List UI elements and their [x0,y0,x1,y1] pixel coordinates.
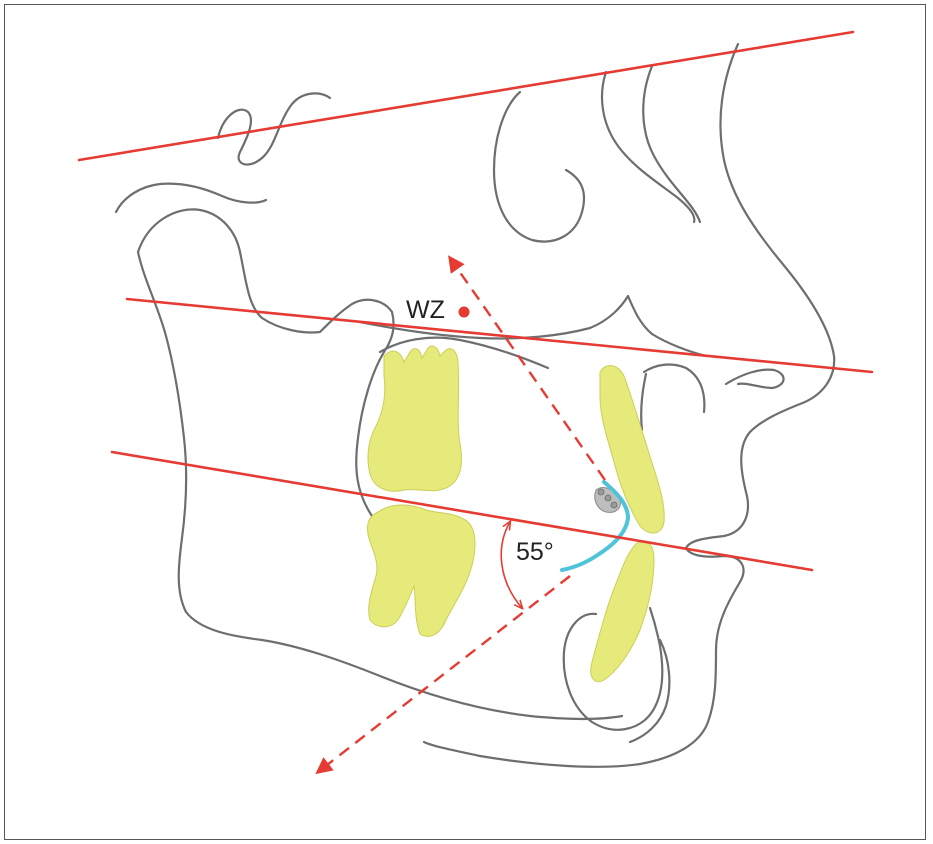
cranial-base-outline [116,184,266,212]
upper-molar [368,346,461,491]
wz-label: WZ [406,296,445,324]
force-axis-dashed-line [450,258,605,480]
frontal-outline [643,66,700,222]
nostril-outline [726,370,784,388]
sn-plane-line [79,32,853,160]
upper-lip-front-outline [641,374,646,430]
upper-lip-inner-outline [644,365,704,412]
palatal-plane-line [127,299,872,372]
bracket-dot-2 [605,495,611,501]
appliance-group [562,482,628,570]
bracket-dot-1 [598,489,604,495]
mandible-outline [138,209,394,352]
lower-incisor [591,541,654,682]
orbit-outline [494,92,584,242]
teeth-group [367,346,664,682]
angle-label: 55° [516,538,554,566]
skull-outline [116,44,834,767]
reference-planes [79,32,872,570]
wz-point [459,307,470,318]
lower-molar [367,505,475,636]
nasal-bone-outline [602,72,694,222]
bracket-dot-3 [611,502,617,508]
